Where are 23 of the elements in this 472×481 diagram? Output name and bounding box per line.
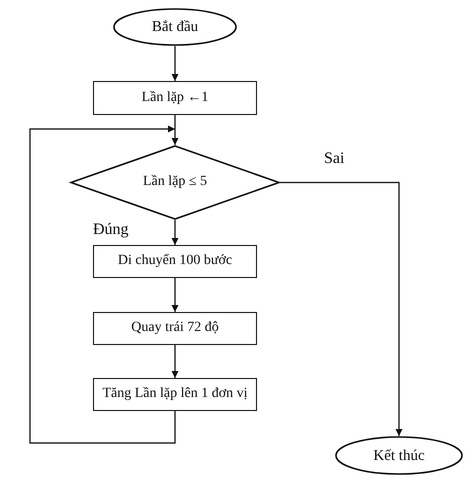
terminal-ellipse [335, 436, 463, 475]
flow-arrow [172, 278, 178, 312]
decision-diamond [70, 145, 280, 220]
process-box [93, 312, 257, 345]
node-label: Kết thúc [373, 446, 425, 464]
node-label: Lần lặp ≤ 5 [142, 174, 208, 191]
terminal-ellipse [113, 8, 237, 46]
process-box [93, 378, 257, 411]
edge-label: Đúng [93, 221, 129, 239]
process-box [93, 81, 257, 115]
flow-arrow [280, 182, 402, 436]
node-label: Lần lặp ←1 [142, 90, 208, 106]
node-label: Quay trái 72 độ [131, 320, 219, 337]
flow-line [174, 115, 176, 129]
node-label: Di chuyển 100 bước [118, 253, 232, 270]
process-box [93, 245, 257, 278]
flow-arrow [172, 46, 178, 81]
flow-arrow [172, 129, 178, 145]
node-label: Bắt đầu [152, 18, 198, 36]
flow-arrow [172, 220, 178, 245]
loop-arrow [29, 126, 176, 444]
flow-arrow [172, 345, 178, 378]
node-label: Tăng Lần lặp lên 1 đơn vị [102, 386, 248, 403]
